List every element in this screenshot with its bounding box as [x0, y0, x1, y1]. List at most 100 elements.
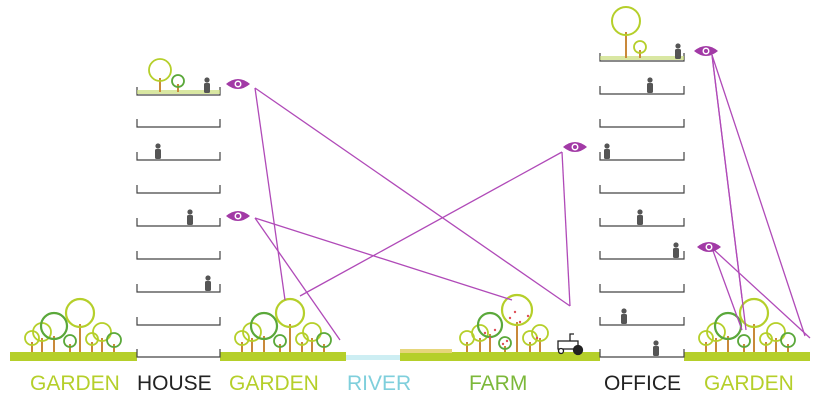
floor-slab: [136, 284, 221, 293]
tree-icon: [106, 332, 122, 348]
person-body: [653, 346, 659, 356]
person-icon: [653, 340, 659, 346]
floor-slab: [136, 317, 221, 326]
garden-mid-ground: [220, 352, 346, 361]
tree-icon: [302, 322, 322, 342]
tree-icon: [611, 6, 641, 36]
fruit-dot: [483, 331, 487, 335]
fruit-dot: [526, 314, 530, 318]
tree-icon: [500, 293, 534, 327]
buildings: [136, 53, 685, 358]
tree-icon: [274, 297, 306, 329]
tree-icon: [737, 334, 751, 348]
sightline: [299, 151, 563, 297]
tree-icon: [759, 332, 773, 346]
floor-slab: [136, 218, 221, 227]
eye-iris: [707, 245, 711, 249]
eye-iris: [704, 49, 708, 53]
tractor-icon: [557, 333, 584, 356]
tree-icon: [64, 297, 96, 329]
label-garden-mid: GARDEN: [229, 372, 319, 395]
tree-icon: [249, 311, 279, 341]
tree-icon: [766, 322, 786, 342]
fruit-dot: [535, 336, 539, 340]
person-icon: [647, 77, 653, 83]
eye-iris: [236, 214, 240, 218]
label-garden-right: GARDEN: [704, 372, 794, 395]
person-body: [637, 215, 643, 225]
person-icon: [637, 209, 643, 215]
tree-icon: [471, 324, 489, 342]
label-house: HOUSE: [137, 372, 212, 395]
person-body: [155, 149, 161, 159]
farm-crops: [400, 349, 452, 353]
tree-icon: [295, 332, 309, 346]
floor-slab: [599, 317, 685, 326]
label-farm: FARM: [469, 372, 527, 395]
tree-icon: [24, 330, 40, 346]
fruit-dot: [501, 342, 505, 346]
person-icon: [675, 43, 681, 49]
tree-icon: [738, 297, 770, 329]
tree-icon: [39, 311, 69, 341]
sightline: [254, 217, 341, 341]
fruit-dot: [505, 339, 509, 343]
tree-icon: [633, 40, 647, 54]
tree-icon: [498, 336, 512, 350]
tree-icon: [92, 322, 112, 342]
tree-icon: [780, 332, 796, 348]
floor-slab: [136, 119, 221, 128]
sightline: [254, 87, 286, 301]
fruit-dot: [488, 336, 492, 340]
tree-icon: [85, 332, 99, 346]
person-icon: [155, 143, 161, 149]
floor-slab: [599, 152, 685, 161]
fruit-dot: [508, 316, 512, 320]
person-icon: [187, 209, 193, 215]
person-icon: [205, 275, 211, 281]
tree-icon: [148, 58, 172, 82]
person-icon: [673, 242, 679, 248]
floor-slab: [136, 349, 221, 358]
sightline: [254, 87, 571, 307]
label-river: RIVER: [347, 372, 411, 395]
tree-icon: [531, 324, 549, 342]
floor-slab: [136, 152, 221, 161]
sightline: [561, 151, 571, 307]
trees: [24, 6, 796, 352]
person-body: [204, 83, 210, 93]
eye-iris: [236, 82, 240, 86]
person-body: [673, 248, 679, 258]
eye-iris: [573, 145, 577, 149]
person-icon: [204, 77, 210, 83]
person-body: [205, 281, 211, 291]
garden-right-ground: [684, 352, 810, 361]
label-garden-left: GARDEN: [30, 372, 120, 395]
floor-slab: [599, 86, 685, 95]
roof-garden-office: [600, 56, 684, 60]
tree-icon: [63, 334, 77, 348]
river-strip: [346, 355, 400, 360]
floor-slab: [136, 251, 221, 260]
eyes: [226, 46, 721, 252]
sightline: [711, 54, 747, 331]
sightline: [254, 217, 513, 301]
fruit-dot: [513, 310, 517, 314]
label-office: OFFICE: [604, 372, 681, 395]
person-body: [675, 49, 681, 59]
sightline: [711, 247, 811, 339]
people: [155, 43, 681, 356]
farm-ground: [400, 352, 600, 361]
person-body: [604, 149, 610, 159]
ground-strips: [10, 349, 810, 361]
floor-slab: [599, 119, 685, 128]
floor-slab: [599, 218, 685, 227]
floor-slab: [599, 251, 685, 260]
fruit-dot: [493, 328, 497, 332]
sightline: [711, 247, 743, 331]
floor-slab: [599, 349, 685, 358]
tree-icon: [316, 332, 332, 348]
floor-slab: [599, 185, 685, 194]
